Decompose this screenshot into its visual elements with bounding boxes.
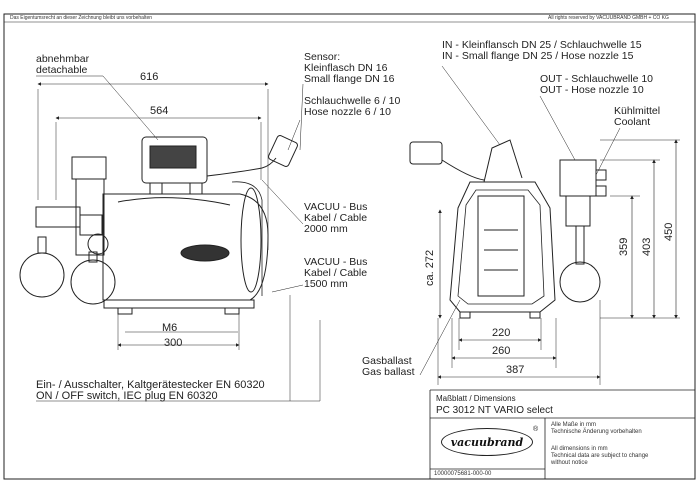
pump-side-view — [19, 135, 298, 315]
vacuubrand-logo: vacuubrand — [441, 428, 533, 456]
sheet-type: Maßblatt / Dimensions — [436, 394, 516, 403]
dim-272: ca. 272 — [424, 249, 436, 286]
dim-387: 387 — [506, 364, 525, 376]
dim-616: 616 — [140, 71, 159, 83]
document-number: 10000075681-000-00 — [434, 471, 492, 477]
registered-mark: ® — [533, 426, 539, 433]
copyright-notice: All rights reserved by VACUUBRAND GMBH +… — [548, 15, 669, 21]
switch-label: Ein- / Ausschalter, Kaltgerätestecker EN… — [36, 379, 265, 402]
dim-260: 260 — [492, 345, 511, 357]
dim-m6: M6 — [162, 322, 178, 334]
ownership-notice: Das Eigentumsrecht an dieser Zeichnung b… — [10, 15, 153, 21]
dim-564: 564 — [150, 105, 169, 117]
dim-403: 403 — [641, 237, 653, 256]
dim-300: 300 — [164, 337, 183, 349]
pump-front-view — [409, 139, 607, 319]
dim-220: 220 — [492, 327, 511, 339]
dim-359: 359 — [618, 237, 630, 256]
inlet-port-label: IN - Kleinflansch DN 25 / Schlauchwelle … — [442, 39, 642, 62]
model-name: PC 3012 NT VARIO select — [436, 405, 553, 416]
dim-450: 450 — [663, 222, 675, 241]
